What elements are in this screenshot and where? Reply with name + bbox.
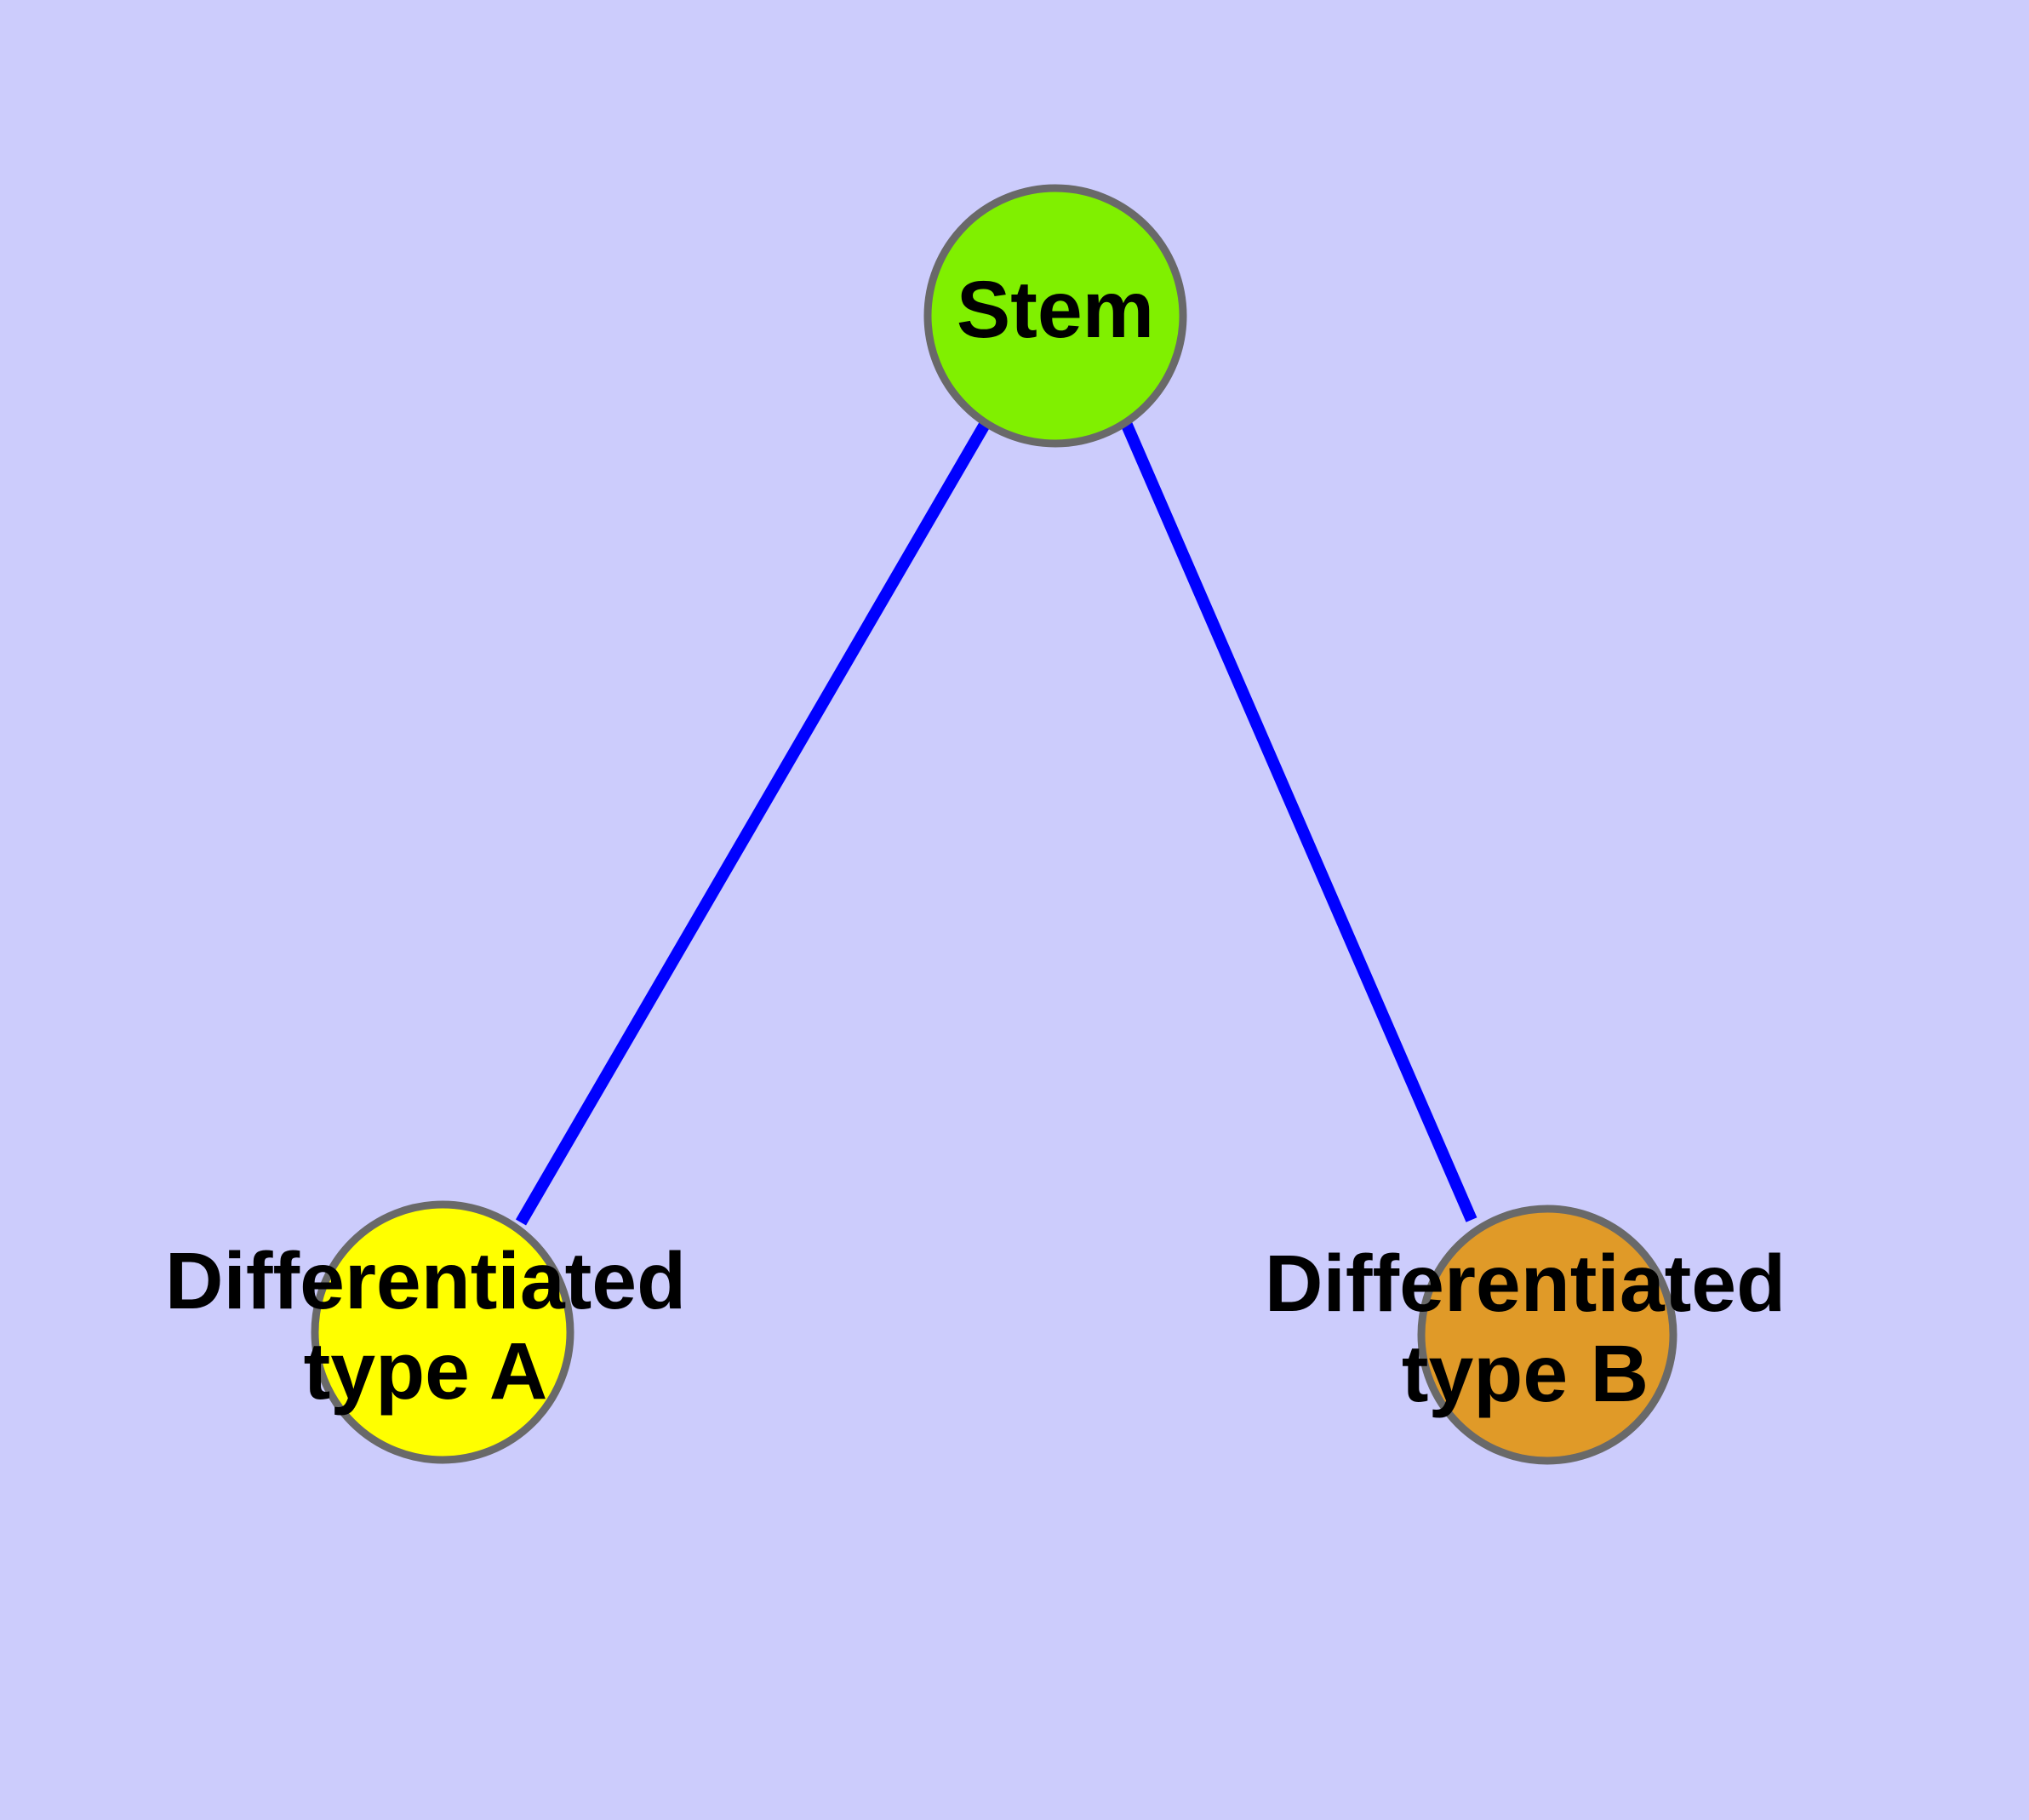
node-diff-a[interactable] (311, 1200, 574, 1464)
nodes-group (311, 184, 1677, 1465)
node-label-line: type B (1402, 1329, 1649, 1419)
node-stem[interactable] (923, 184, 1187, 448)
node-label-line: Differentiated (1265, 1239, 1786, 1329)
edges-group (515, 420, 1477, 1226)
edge-stem-to-diff-a[interactable] (515, 420, 992, 1226)
node-label-line: Stem (957, 265, 1154, 355)
node-label-stem: Stem (957, 265, 1154, 355)
edge-stem-to-diff-b[interactable] (1120, 421, 1477, 1222)
node-label-line: Differentiated (165, 1236, 686, 1326)
node-label-line: type A (304, 1326, 548, 1417)
node-diff-b[interactable] (1417, 1205, 1677, 1465)
